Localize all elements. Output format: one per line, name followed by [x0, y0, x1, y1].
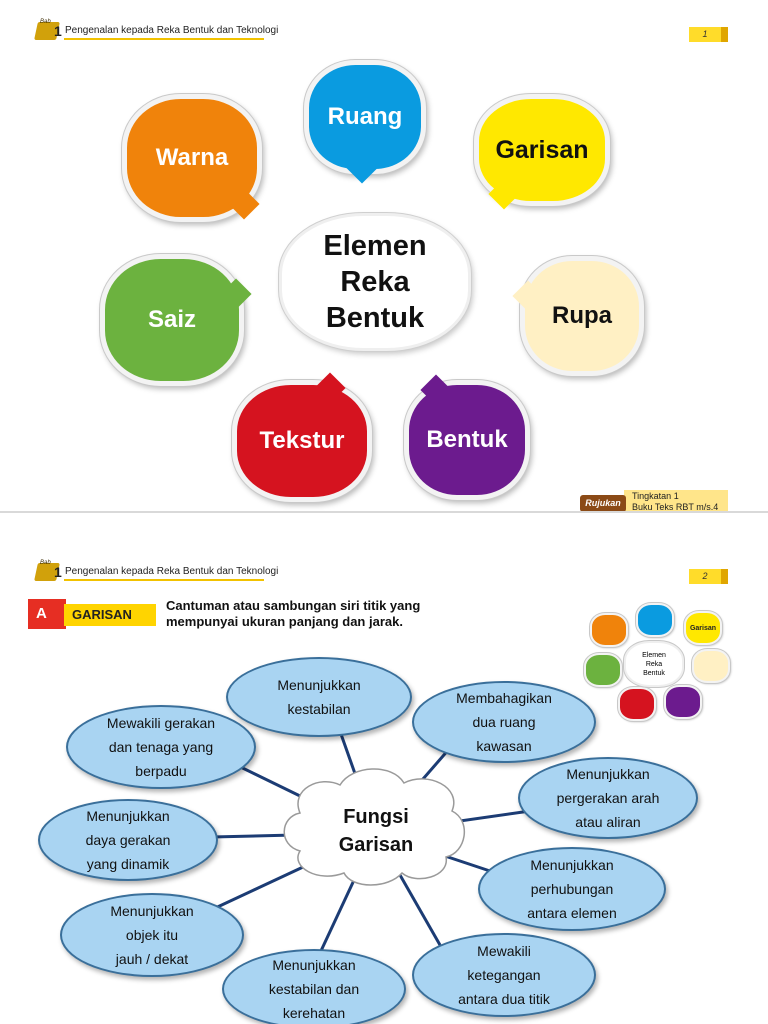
oval-line: perhubungan [530, 881, 614, 897]
bubble-tail [346, 152, 378, 184]
bubble-label-warna: Warna [155, 144, 229, 171]
oval-line: Menunjukkan [272, 957, 356, 973]
cloud-shape [283, 768, 466, 886]
mini-bubble-warna [590, 613, 628, 647]
mini-garisan-label: Garisan [689, 624, 717, 632]
mini-bubble-garisan: Garisan [684, 611, 722, 645]
mini-bubble-rupa [692, 649, 730, 683]
bubble-tail [420, 374, 452, 406]
oval-line: Mewakili [477, 943, 531, 959]
oval-line: kerehatan [282, 1005, 346, 1021]
oval-line: pergerakan arah [556, 790, 660, 806]
bubble-rupa: Rupa [512, 256, 644, 376]
bubble-tail [512, 280, 544, 312]
section-letter: A [28, 599, 66, 629]
oval-line: objek itu [125, 927, 179, 943]
bubble-garisan: Garisan [474, 94, 610, 210]
center-fungsi-garisan: Fungsi Garisan [296, 803, 456, 859]
mini-center-line: Reka [645, 660, 663, 668]
oval-line: yang dinamik [86, 856, 170, 872]
rujukan-line-1: Tingkatan 1 [632, 491, 679, 501]
oval-line: antara elemen [527, 905, 617, 921]
oval-line: Mewakili gerakan [106, 715, 216, 731]
mini-bubble-bentuk [664, 685, 702, 719]
rujukan-tag: Rujukan [580, 495, 626, 511]
oval-line: ketegangan [467, 967, 541, 983]
bubble-tail [488, 178, 520, 210]
oval-line: Membahagikan [456, 690, 552, 706]
oval-line: Menunjukkan [530, 857, 614, 873]
bubble-label-bentuk: Bentuk [426, 426, 508, 453]
definition-text: Cantuman atau sambungan siri titik yang … [166, 598, 421, 629]
bubble-ruang: Ruang [304, 60, 426, 184]
chapter-number: 1 [54, 564, 62, 580]
oval-line: jauh / dekat [115, 951, 189, 967]
mini-bubble-tekstur [618, 687, 656, 721]
bubble-saiz: Saiz [100, 254, 252, 386]
oval-line: Menunjukkan [277, 677, 361, 693]
bubble-tail [314, 372, 346, 404]
header-underline [64, 579, 264, 581]
oval-line: Menunjukkan [86, 808, 170, 824]
slide-elemen-reka-bentuk: Bab 1 Pengenalan kepada Reka Bentuk dan … [0, 0, 768, 511]
rujukan-bar [624, 490, 728, 511]
center-line: Reka [340, 266, 410, 298]
oval-line: kawasan [476, 738, 532, 754]
oval-objek-jauh-dekat: Menunjukkan objek itu jauh / dekat [60, 893, 244, 977]
oval-line: kestabilan dan [268, 981, 360, 997]
oval-ketegangan: Mewakili ketegangan antara dua titik [412, 933, 596, 1017]
mini-center-line: Bentuk [643, 669, 665, 677]
oval-line: atau aliran [575, 814, 641, 830]
page-number: 1 [689, 27, 728, 42]
oval-mewakili-gerakan: Mewakili gerakan dan tenaga yang berpadu [66, 705, 256, 789]
chapter-badge-label: Bab [40, 19, 51, 25]
bubble-warna: Warna [122, 94, 262, 222]
center-line: Garisan [338, 834, 414, 856]
mindmap-connectors [195, 702, 531, 954]
bubble-tail [220, 278, 252, 310]
page-number: 2 [689, 569, 728, 584]
center-elemen-reka-bentuk: Elemen Reka Bentuk [279, 213, 471, 351]
mini-center-line: Elemen [642, 651, 666, 659]
oval-line: kestabilan [287, 701, 351, 717]
bubble-tail [228, 188, 260, 220]
mini-bubble-ruang [636, 603, 674, 637]
oval-line: Menunjukkan [566, 766, 650, 782]
mini-center: Elemen Reka Bentuk [624, 641, 684, 687]
slide-fungsi-garisan: Bab 1 Pengenalan kepada Reka Bentuk dan … [0, 513, 768, 1024]
bubble-label-ruang: Ruang [327, 103, 403, 130]
bubble-label-rupa: Rupa [552, 302, 612, 329]
chapter-number: 1 [54, 23, 62, 39]
oval-pergerakan-arah: Menunjukkan pergerakan arah atau aliran [518, 757, 698, 839]
chapter-badge-label: Bab [40, 560, 51, 566]
chapter-title: Pengenalan kepada Reka Bentuk dan Teknol… [65, 25, 279, 36]
center-line: Elemen [323, 230, 427, 262]
oval-kestabilan-kerehatan: Menunjukkan kestabilan dan kerehatan [222, 949, 406, 1024]
oval-perhubungan-elemen: Menunjukkan perhubungan antara elemen [478, 847, 666, 931]
center-line: Bentuk [325, 302, 425, 334]
oval-line: Menunjukkan [110, 903, 194, 919]
section-heading: A GARISAN [28, 599, 156, 629]
mini-elemen-diagram: Garisan Elemen Reka Bentuk [580, 601, 732, 721]
bubble-label-tekstur: Tekstur [259, 427, 345, 454]
mini-bubble-saiz [584, 653, 622, 687]
center-line: Fungsi [343, 806, 409, 828]
oval-line: daya gerakan [85, 832, 171, 848]
oval-line: berpadu [135, 763, 187, 779]
oval-membahagikan-dua-ruang: Membahagikan dua ruang kawasan [412, 681, 596, 763]
rujukan-line-2: Buku Teks RBT m/s.4 [632, 502, 719, 511]
section-label: GARISAN [64, 604, 156, 626]
bubble-label-saiz: Saiz [147, 306, 197, 333]
header-underline [64, 38, 264, 40]
bubble-tekstur: Tekstur [232, 372, 372, 502]
bubble-bentuk: Bentuk [404, 374, 530, 500]
oval-menunjukkan-kestabilan: Menunjukkan kestabilan [226, 657, 412, 737]
oval-daya-gerakan: Menunjukkan daya gerakan yang dinamik [38, 799, 218, 881]
oval-line: dua ruang [472, 714, 536, 730]
chapter-title: Pengenalan kepada Reka Bentuk dan Teknol… [65, 566, 279, 577]
oval-line: dan tenaga yang [108, 739, 214, 755]
rujukan-box: Rujukan Tingkatan 1 Buku Teks RBT m/s.4 [580, 490, 728, 511]
bubble-label-garisan: Garisan [495, 135, 589, 164]
oval-line: antara dua titik [458, 991, 550, 1007]
